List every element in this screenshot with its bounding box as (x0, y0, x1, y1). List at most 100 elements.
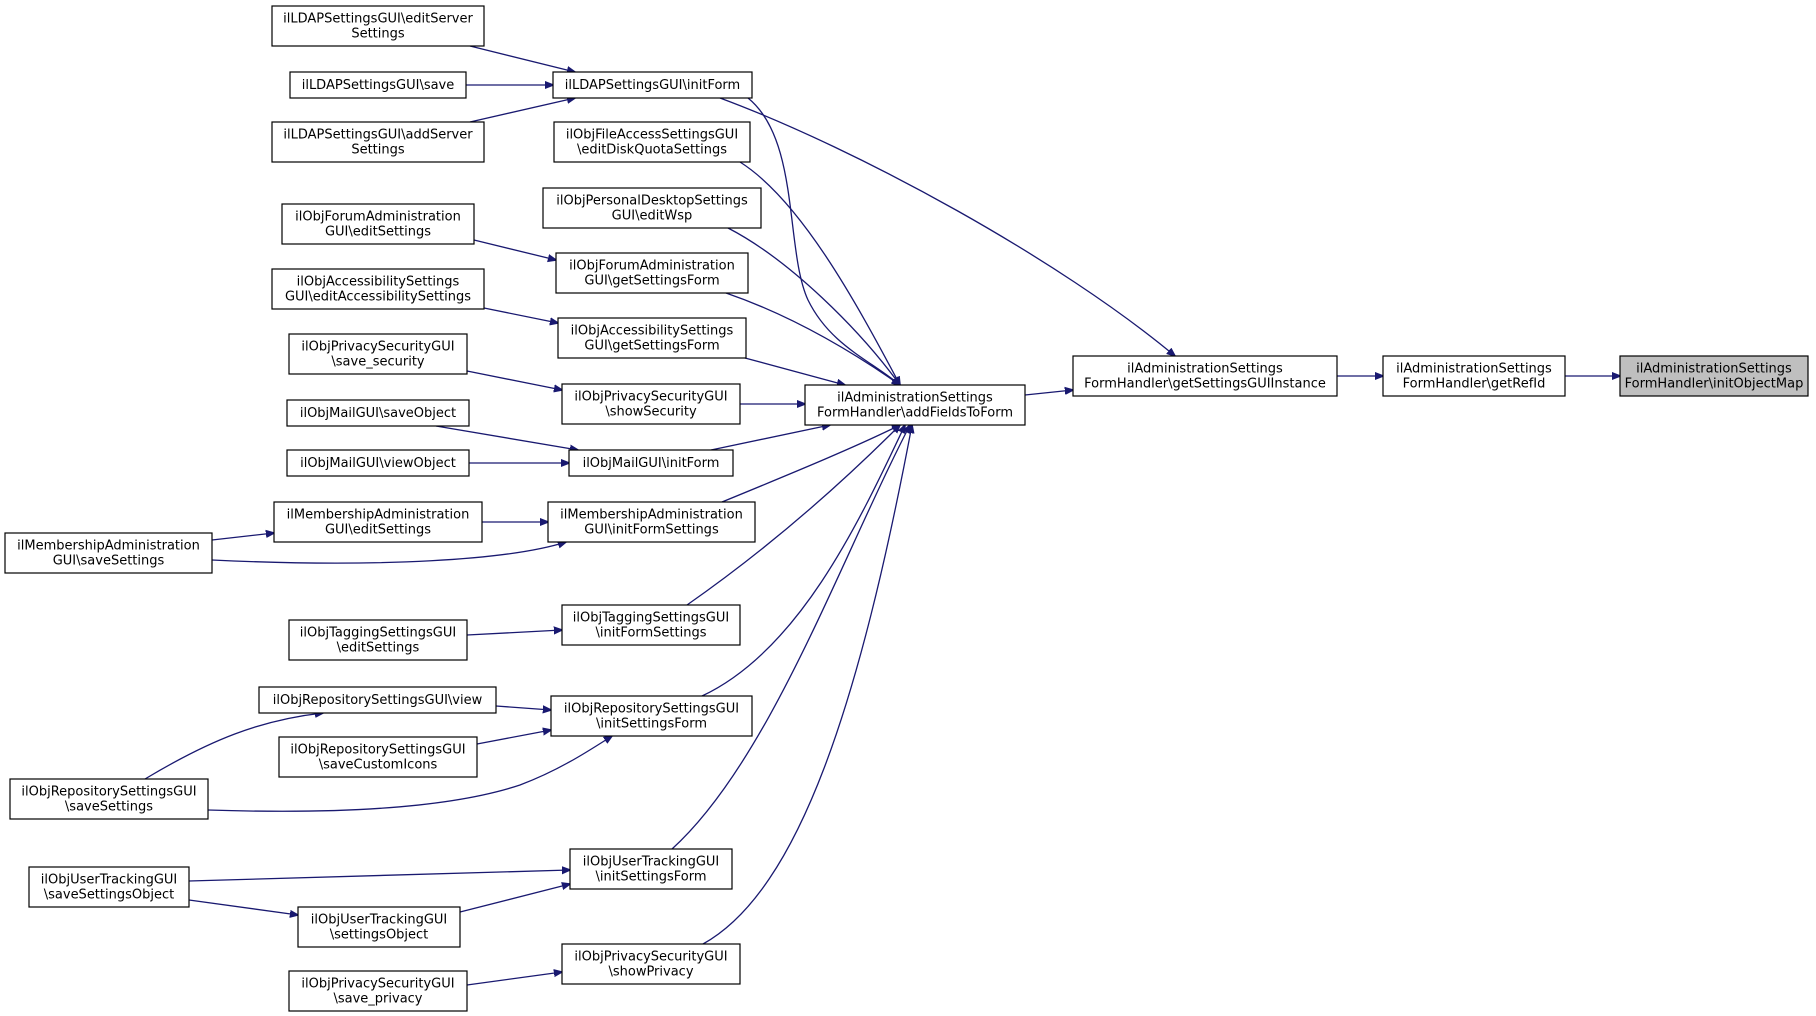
node-utSettings[interactable]: ilObjUserTrackingGUI\settingsObject (297, 906, 461, 948)
node-label: ilLDAPSettingsGUI\save (302, 78, 455, 93)
node-box[interactable] (561, 604, 741, 646)
node-box[interactable] (271, 121, 485, 163)
node-memInit[interactable]: ilMembershipAdministrationGUI\initFormSe… (547, 501, 756, 543)
node-box[interactable] (1072, 355, 1338, 397)
node-repoInit[interactable]: ilObjRepositorySettingsGUI\initSettingsF… (550, 695, 753, 737)
edge-mailInit-to-addFieldsToForm (710, 425, 830, 451)
node-label: \initSettingsForm (595, 870, 706, 885)
node-getSettingsGUIInstance[interactable]: ilAdministrationSettingsFormHandler\getS… (1072, 355, 1338, 397)
edge-accGet-to-addFieldsToForm (744, 357, 845, 385)
node-box[interactable] (286, 449, 470, 477)
node-initObjectMap[interactable]: ilAdministrationSettingsFormHandler\init… (1619, 355, 1809, 397)
node-label: ilObjUserTrackingGUI (583, 855, 720, 870)
node-ldapSave[interactable]: ilLDAPSettingsGUI\save (289, 71, 467, 99)
node-box[interactable] (569, 848, 733, 890)
node-label: \settingsObject (330, 928, 429, 943)
node-accGet[interactable]: ilObjAccessibilitySettingsGUI\getSetting… (557, 317, 747, 359)
node-label: ilMembershipAdministration (560, 508, 743, 523)
node-label: GUI\getSettingsForm (584, 274, 719, 289)
node-box[interactable] (288, 970, 468, 1012)
node-box[interactable] (547, 501, 756, 543)
node-box[interactable] (286, 399, 470, 427)
node-memSave[interactable]: ilMembershipAdministrationGUI\saveSettin… (4, 532, 213, 574)
node-box[interactable] (561, 383, 741, 425)
node-mailInit[interactable]: ilObjMailGUI\initForm (568, 449, 734, 477)
node-box[interactable] (1619, 355, 1809, 397)
edge-ldapEditServer-to-ldapInitForm (469, 45, 575, 72)
node-fileAccess[interactable]: ilObjFileAccessSettingsGUI\editDiskQuota… (553, 121, 751, 163)
edge-repoInit-to-addFieldsToForm (701, 425, 905, 697)
node-box[interactable] (281, 203, 475, 245)
edge-repoSave-to-repoView (144, 713, 323, 780)
node-box[interactable] (28, 866, 190, 908)
node-mailSave[interactable]: ilObjMailGUI\saveObject (286, 399, 470, 427)
node-privShowPriv[interactable]: ilObjPrivacySecurityGUI\showPrivacy (561, 943, 741, 985)
node-box[interactable] (9, 778, 209, 820)
node-forumGet[interactable]: ilObjForumAdministrationGUI\getSettingsF… (555, 252, 749, 294)
node-box[interactable] (297, 906, 461, 948)
node-box[interactable] (542, 187, 762, 229)
node-mailView[interactable]: ilObjMailGUI\viewObject (286, 449, 470, 477)
node-repoSave[interactable]: ilObjRepositorySettingsGUI\saveSettings (9, 778, 209, 820)
node-label: ilObjRepositorySettingsGUI (564, 702, 739, 717)
node-box[interactable] (568, 449, 734, 477)
node-privSavePriv[interactable]: ilObjPrivacySecurityGUI\save_privacy (288, 970, 468, 1012)
node-label: FormHandler\addFieldsToForm (817, 406, 1013, 421)
node-label: FormHandler\getRefId (1403, 377, 1546, 392)
node-repoIcons[interactable]: ilObjRepositorySettingsGUI\saveCustomIco… (278, 736, 478, 778)
node-label: ilObjPrivacySecurityGUI (301, 340, 454, 355)
node-privSaveSec[interactable]: ilObjPrivacySecurityGUI\save_security (288, 333, 468, 375)
node-label: ilObjTaggingSettingsGUI (300, 626, 456, 641)
node-box[interactable] (271, 5, 485, 47)
node-label: ilObjRepositorySettingsGUI\view (273, 693, 483, 708)
node-addFieldsToForm[interactable]: ilAdministrationSettingsFormHandler\addF… (804, 384, 1026, 426)
node-accEdit[interactable]: ilObjAccessibilitySettingsGUI\editAccess… (271, 268, 485, 310)
node-box[interactable] (288, 619, 468, 661)
node-tagInit[interactable]: ilObjTaggingSettingsGUI\initFormSettings (561, 604, 741, 646)
node-getRefId[interactable]: ilAdministrationSettingsFormHandler\getR… (1382, 355, 1566, 397)
node-label: ilObjMailGUI\viewObject (300, 456, 456, 471)
node-box[interactable] (289, 71, 467, 99)
node-box[interactable] (561, 943, 741, 985)
node-box[interactable] (557, 317, 747, 359)
node-box[interactable] (1382, 355, 1566, 397)
node-box[interactable] (804, 384, 1026, 426)
node-box[interactable] (552, 71, 753, 99)
node-label: ilObjMailGUI\saveObject (300, 406, 456, 421)
node-box[interactable] (553, 121, 751, 163)
node-label: ilObjPersonalDesktopSettings (556, 194, 748, 209)
edge-utSettings-to-utInit (459, 884, 570, 913)
node-box[interactable] (550, 695, 753, 737)
node-utSave[interactable]: ilObjUserTrackingGUI\saveSettingsObject (28, 866, 190, 908)
node-label: GUI\editSettings (325, 523, 431, 538)
edge-memSave-to-memEdit (211, 533, 274, 541)
node-label: ilMembershipAdministration (17, 539, 200, 554)
node-box[interactable] (4, 532, 213, 574)
edge-ldapInitForm-to-getSettingsGUIInstance (719, 97, 1175, 356)
node-label: ilObjFileAccessSettingsGUI (566, 128, 738, 143)
edge-utSave-to-utSettings (188, 899, 298, 915)
node-ldapInitForm[interactable]: ilLDAPSettingsGUI\initForm (552, 71, 753, 99)
node-box[interactable] (288, 333, 468, 375)
node-box[interactable] (271, 268, 485, 310)
node-tagEdit[interactable]: ilObjTaggingSettingsGUI\editSettings (288, 619, 468, 661)
node-label: ilObjPrivacySecurityGUI (574, 950, 727, 965)
node-privShowSec[interactable]: ilObjPrivacySecurityGUI\showSecurity (561, 383, 741, 425)
edge-privSavePriv-to-privShowPriv (466, 972, 562, 986)
node-label: ilObjRepositorySettingsGUI (290, 743, 465, 758)
node-box[interactable] (258, 686, 497, 714)
edge-privShowPriv-to-addFieldsToForm (702, 425, 912, 945)
node-label: ilObjUserTrackingGUI (41, 873, 178, 888)
node-box[interactable] (278, 736, 478, 778)
node-box[interactable] (273, 501, 483, 543)
node-box[interactable] (555, 252, 749, 294)
node-utInit[interactable]: ilObjUserTrackingGUI\initSettingsForm (569, 848, 733, 890)
edge-tagInit-to-addFieldsToForm (686, 425, 900, 606)
node-label: ilObjForumAdministration (295, 210, 461, 225)
node-repoView[interactable]: ilObjRepositorySettingsGUI\view (258, 686, 497, 714)
node-memEdit[interactable]: ilMembershipAdministrationGUI\editSettin… (273, 501, 483, 543)
